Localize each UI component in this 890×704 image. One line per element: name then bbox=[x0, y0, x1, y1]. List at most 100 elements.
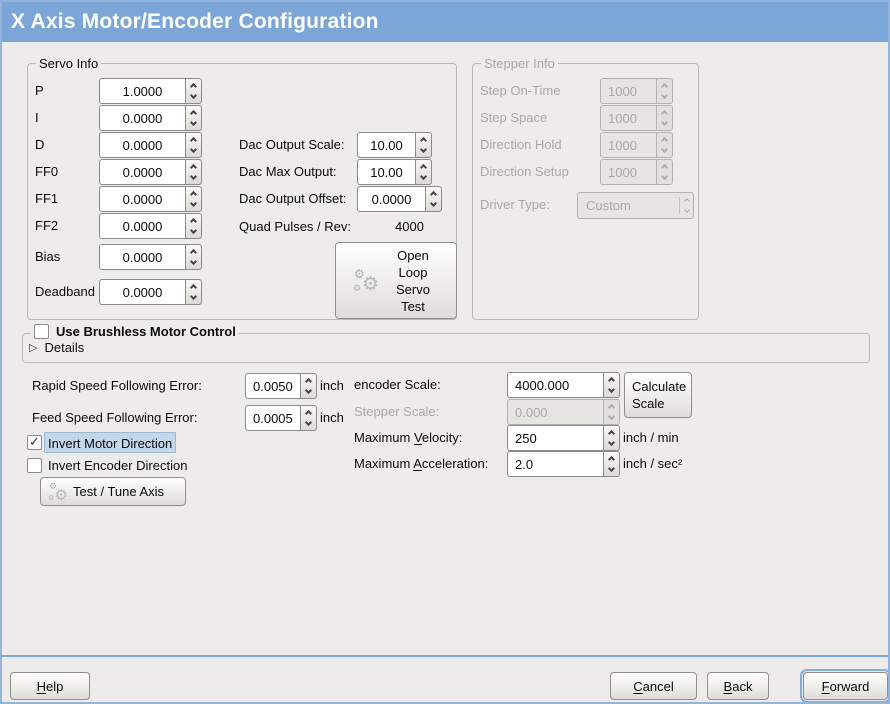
spin-down-icon[interactable] bbox=[189, 172, 198, 181]
servo-deadband-spinner[interactable] bbox=[185, 279, 202, 305]
servo-deadband-spinbox[interactable]: 0.0000 bbox=[99, 279, 202, 305]
spin-down-icon[interactable] bbox=[429, 199, 438, 208]
open-loop-servo-test-button[interactable]: ⚙⚙⚙ Open Loop Servo Test bbox=[335, 242, 457, 319]
spin-up-icon[interactable] bbox=[607, 429, 616, 438]
servo-ff0-spinbox[interactable]: 0.0000 bbox=[99, 159, 202, 185]
servo-d-value[interactable]: 0.0000 bbox=[99, 132, 185, 158]
dac-output-offset-value[interactable]: 0.0000 bbox=[357, 186, 425, 212]
maximum-acceleration-label: Maximum Acceleration: bbox=[354, 456, 489, 471]
spin-down-icon[interactable] bbox=[189, 145, 198, 154]
servo-info-frame-title: Servo Info bbox=[36, 55, 102, 72]
spin-down-icon[interactable] bbox=[304, 386, 313, 395]
spin-down-icon[interactable] bbox=[419, 172, 428, 181]
spin-down-icon[interactable] bbox=[607, 385, 616, 394]
servo-ff2-spinner[interactable] bbox=[185, 213, 202, 239]
servo-bias-value[interactable]: 0.0000 bbox=[99, 244, 185, 270]
spin-up-icon[interactable] bbox=[304, 409, 313, 418]
spin-down-icon[interactable] bbox=[607, 464, 616, 473]
spin-up-icon[interactable] bbox=[189, 190, 198, 199]
servo-d-spinner[interactable] bbox=[185, 132, 202, 158]
servo-ff2-value[interactable]: 0.0000 bbox=[99, 213, 185, 239]
spin-down-icon[interactable] bbox=[189, 226, 198, 235]
maximum-acceleration-spinbox[interactable]: 2.0 bbox=[507, 451, 620, 477]
spin-up-icon[interactable] bbox=[429, 190, 438, 199]
servo-ff2-spinbox[interactable]: 0.0000 bbox=[99, 213, 202, 239]
spin-up-icon[interactable] bbox=[189, 82, 198, 91]
spin-down-icon[interactable] bbox=[189, 292, 198, 301]
expander-arrow-icon[interactable]: ▷ bbox=[29, 342, 38, 354]
dac-output-scale-value[interactable]: 10.00 bbox=[357, 132, 415, 158]
details-expander[interactable]: ▷ Details bbox=[29, 340, 84, 355]
invert-motor-direction-checkbox[interactable]: ✓ bbox=[27, 435, 42, 450]
maximum-velocity-spinner[interactable] bbox=[603, 425, 620, 451]
encoder-scale-spinbox[interactable]: 4000.000 bbox=[507, 372, 620, 398]
spin-down-icon[interactable] bbox=[189, 118, 198, 127]
spin-up-icon[interactable] bbox=[419, 163, 428, 172]
encoder-scale-spinner[interactable] bbox=[603, 372, 620, 398]
spin-down-icon[interactable] bbox=[189, 257, 198, 266]
servo-ff0-value[interactable]: 0.0000 bbox=[99, 159, 185, 185]
servo-p-spinner[interactable] bbox=[185, 78, 202, 104]
step-on-time-label: Step On-Time bbox=[480, 83, 561, 98]
calculate-scale-button[interactable]: Calculate Scale bbox=[624, 372, 692, 418]
spin-down-icon[interactable] bbox=[189, 199, 198, 208]
servo-ff2-label: FF2 bbox=[35, 218, 59, 233]
spin-up-icon[interactable] bbox=[189, 109, 198, 118]
maximum-acceleration-spinner[interactable] bbox=[603, 451, 620, 477]
servo-bias-spinbox[interactable]: 0.0000 bbox=[99, 244, 202, 270]
servo-ff1-spinbox[interactable]: 0.0000 bbox=[99, 186, 202, 212]
spin-up-icon[interactable] bbox=[189, 283, 198, 292]
help-button[interactable]: Help bbox=[10, 672, 90, 700]
dac-max-output-spinbox[interactable]: 10.00 bbox=[357, 159, 432, 185]
combo-arrows-icon bbox=[684, 198, 690, 213]
servo-i-spinbox[interactable]: 0.0000 bbox=[99, 105, 202, 131]
maximum-velocity-value[interactable]: 250 bbox=[507, 425, 603, 451]
servo-ff1-spinner[interactable] bbox=[185, 186, 202, 212]
spin-up-icon[interactable] bbox=[189, 163, 198, 172]
rapid-following-error-value[interactable]: 0.0050 bbox=[245, 373, 300, 399]
spin-down-icon[interactable] bbox=[189, 91, 198, 100]
forward-button[interactable]: Forward bbox=[803, 672, 888, 700]
servo-ff1-value[interactable]: 0.0000 bbox=[99, 186, 185, 212]
servo-d-spinbox[interactable]: 0.0000 bbox=[99, 132, 202, 158]
feed-following-error-spinbox[interactable]: 0.0005 bbox=[245, 405, 317, 431]
dac-max-output-spinner[interactable] bbox=[415, 159, 432, 185]
encoder-scale-value[interactable]: 4000.000 bbox=[507, 372, 603, 398]
dac-output-offset-spinner[interactable] bbox=[425, 186, 442, 212]
invert-encoder-direction-checkbox[interactable] bbox=[27, 458, 42, 473]
maximum-acceleration-value[interactable]: 2.0 bbox=[507, 451, 603, 477]
spin-up-icon[interactable] bbox=[607, 455, 616, 464]
test-tune-axis-button[interactable]: ⚙⚙⚙ Test / Tune Axis bbox=[40, 477, 186, 506]
feed-following-error-value[interactable]: 0.0005 bbox=[245, 405, 300, 431]
direction-setup-label: Direction Setup bbox=[480, 164, 569, 179]
feed-following-error-spinner[interactable] bbox=[300, 405, 317, 431]
servo-p-spinbox[interactable]: 1.0000 bbox=[99, 78, 202, 104]
spin-down-icon[interactable] bbox=[607, 438, 616, 447]
spin-up-icon[interactable] bbox=[189, 217, 198, 226]
servo-deadband-value[interactable]: 0.0000 bbox=[99, 279, 185, 305]
dac-output-offset-spinbox[interactable]: 0.0000 bbox=[357, 186, 442, 212]
rapid-following-error-spinbox[interactable]: 0.0050 bbox=[245, 373, 317, 399]
dac-output-scale-spinbox[interactable]: 10.00 bbox=[357, 132, 432, 158]
spin-down-icon[interactable] bbox=[304, 418, 313, 427]
spin-up-icon[interactable] bbox=[607, 376, 616, 385]
spin-up-icon[interactable] bbox=[304, 377, 313, 386]
spin-up-icon[interactable] bbox=[189, 136, 198, 145]
use-brushless-checkbox[interactable] bbox=[34, 324, 49, 339]
rapid-following-error-spinner[interactable] bbox=[300, 373, 317, 399]
cancel-button[interactable]: Cancel bbox=[610, 672, 697, 700]
dac-max-output-value[interactable]: 10.00 bbox=[357, 159, 415, 185]
back-button[interactable]: Back bbox=[707, 672, 769, 700]
servo-p-value[interactable]: 1.0000 bbox=[99, 78, 185, 104]
spin-up-icon[interactable] bbox=[189, 248, 198, 257]
servo-i-value[interactable]: 0.0000 bbox=[99, 105, 185, 131]
invert-encoder-direction-label[interactable]: Invert Encoder Direction bbox=[48, 458, 188, 473]
servo-ff0-spinner[interactable] bbox=[185, 159, 202, 185]
invert-motor-direction-label[interactable]: Invert Motor Direction bbox=[44, 432, 177, 453]
spin-up-icon[interactable] bbox=[419, 136, 428, 145]
servo-bias-spinner[interactable] bbox=[185, 244, 202, 270]
maximum-velocity-spinbox[interactable]: 250 bbox=[507, 425, 620, 451]
spin-down-icon[interactable] bbox=[419, 145, 428, 154]
servo-i-spinner[interactable] bbox=[185, 105, 202, 131]
dac-output-scale-spinner[interactable] bbox=[415, 132, 432, 158]
